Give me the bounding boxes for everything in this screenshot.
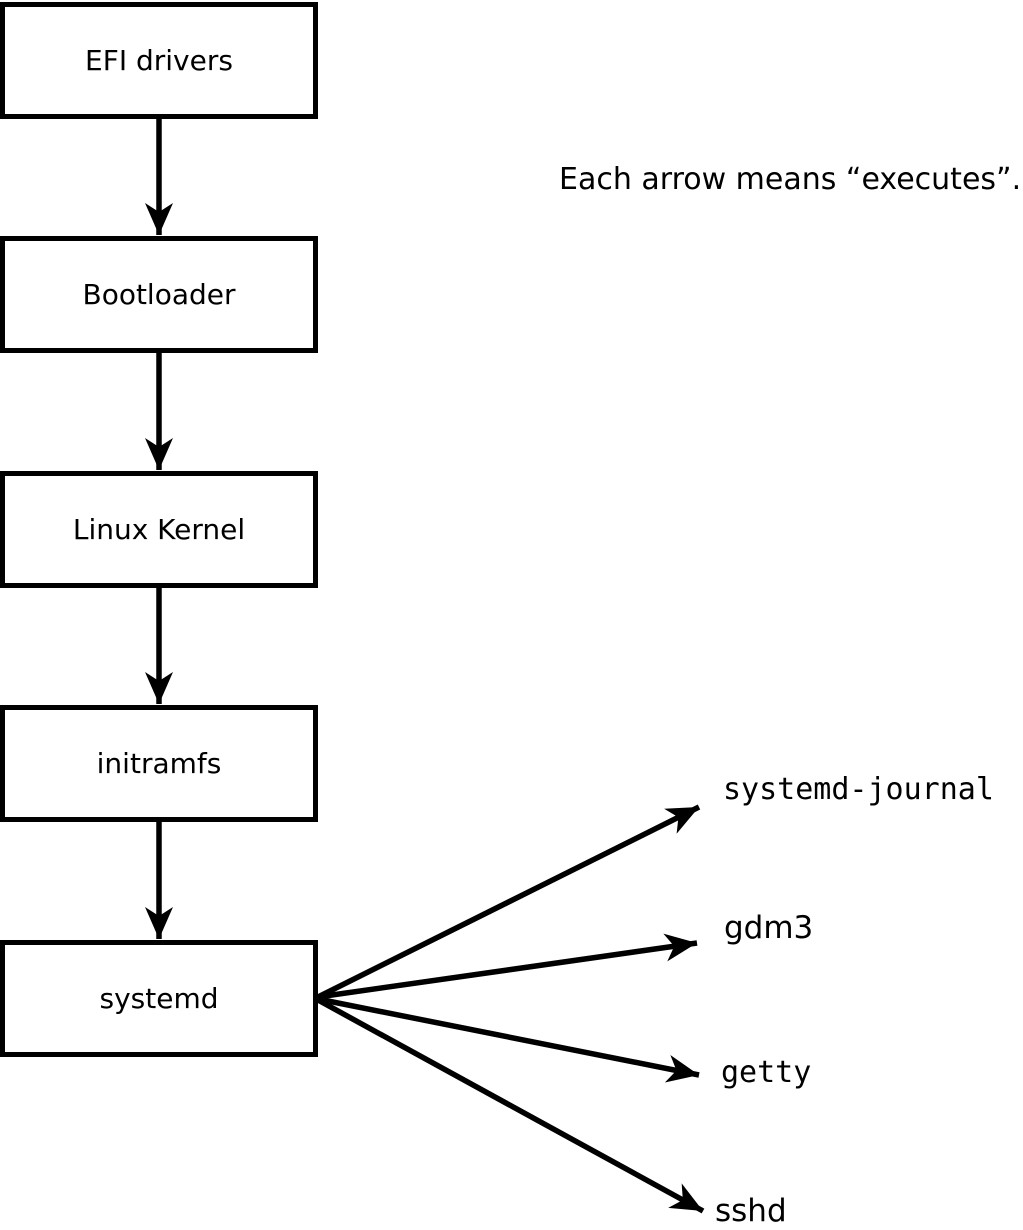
spawned-label-sshd: sshd — [715, 1193, 787, 1229]
flow-box-label: EFI drivers — [85, 43, 233, 77]
flow-box-initramfs: initramfs — [0, 705, 318, 822]
flow-box-label: Bootloader — [82, 277, 236, 311]
flow-box-label: initramfs — [96, 746, 222, 780]
arrow-systemd-to-getty — [317, 996, 700, 1083]
arrow-systemd-to-sshd — [316, 997, 705, 1214]
flow-box-label: Linux Kernel — [72, 512, 246, 546]
flow-box-linux-kernel: Linux Kernel — [0, 471, 318, 588]
flow-box-label: systemd — [99, 981, 219, 1015]
spawned-label-gdm3: gdm3 — [724, 910, 814, 946]
spawned-label-getty: getty — [721, 1055, 812, 1090]
flow-box-bootloader: Bootloader — [0, 236, 318, 353]
diagram-caption: Each arrow means “executes”. — [559, 162, 1022, 197]
spawned-label-systemd-journal: systemd-journal — [723, 772, 994, 807]
flow-box-efi-drivers: EFI drivers — [0, 2, 318, 119]
arrow-systemd-to-gdm3 — [317, 933, 698, 1000]
flow-box-systemd: systemd — [0, 940, 318, 1057]
arrow-systemd-to-journal — [316, 804, 701, 1000]
